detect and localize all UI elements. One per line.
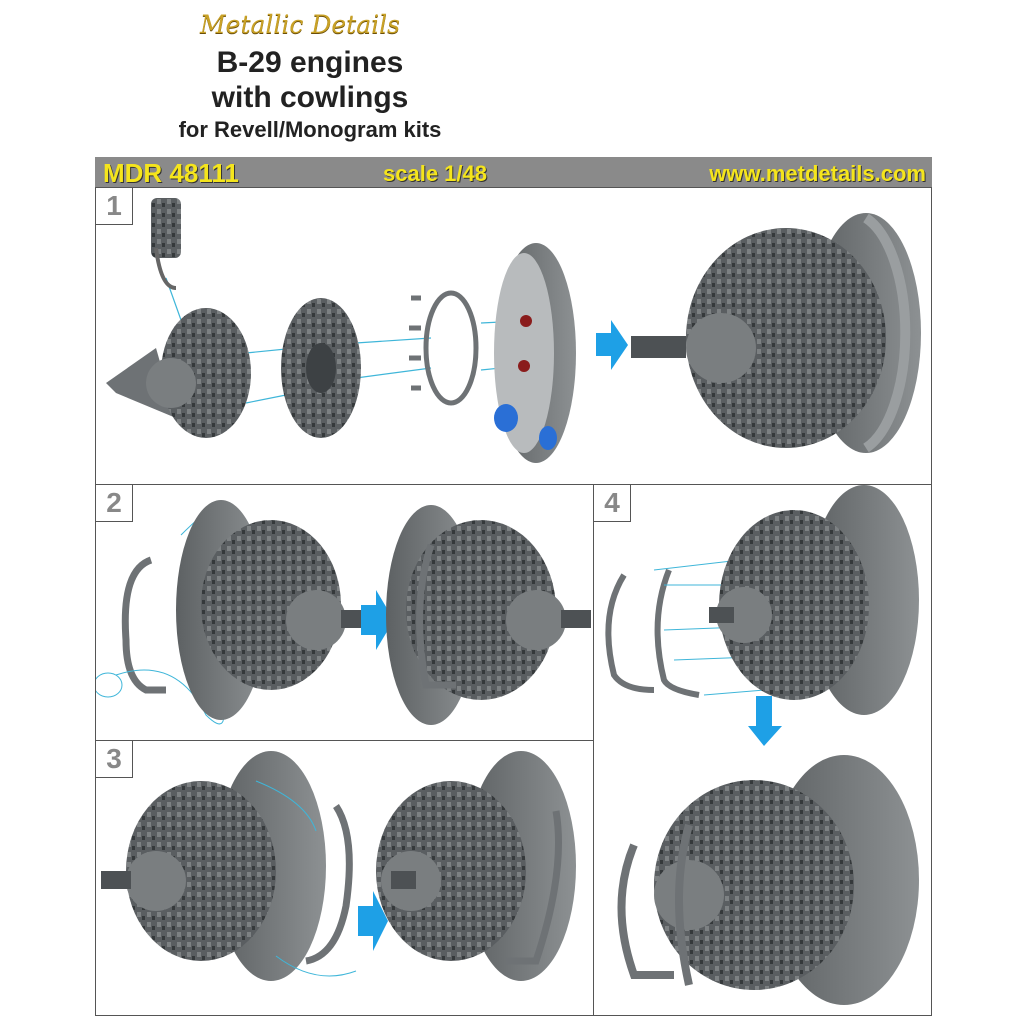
engine-cylinders-part-icon (281, 298, 361, 438)
guide-lines (96, 672, 123, 698)
step-number: 4 (594, 485, 631, 522)
title-line-2: with cowlings (211, 81, 409, 114)
exhaust-collector-part-icon (305, 804, 353, 965)
engine-rear-part-icon (106, 308, 251, 438)
step-4-panel: 4 (593, 484, 932, 1016)
step-number: 1 (96, 188, 133, 225)
website-link: www.metdetails.com (709, 161, 926, 186)
step-number: 2 (96, 485, 133, 522)
step-1-illustration (106, 198, 921, 463)
arrow-icon (361, 590, 394, 650)
engine-with-cowling-icon (176, 500, 371, 720)
magneto-part-icon (151, 198, 181, 290)
subtitle: for Revell/Monogram kits (178, 117, 442, 142)
step-3-illustration (101, 751, 576, 981)
assembled-engine-icon (617, 755, 919, 1005)
step-number: 3 (96, 741, 133, 778)
product-banner: MDR 48111 scale 1/48 www.metdetails.com (95, 157, 932, 189)
guide-lines (255, 780, 357, 977)
assembled-engine-icon (631, 213, 921, 453)
arrow-icon (748, 696, 782, 746)
engine-with-cowling-icon (101, 751, 326, 981)
cowling-part-icon (494, 243, 576, 463)
exhaust-collector-part-icon (121, 556, 166, 694)
step-2-panel: 2 (95, 484, 594, 741)
exhaust-ring-part-icon (605, 568, 700, 698)
step-3-panel: 3 (95, 740, 594, 1016)
step-1-panel: 1 (95, 187, 932, 485)
arrow-icon (358, 891, 388, 951)
step-2-illustration (96, 500, 591, 725)
title-line-1: B-29 engines (216, 46, 404, 79)
product-code: MDR 48111 (103, 158, 239, 188)
exhaust-ring-part-icon (409, 290, 479, 406)
step-4-illustration (605, 485, 919, 1005)
scale-label: scale 1/48 (383, 161, 487, 186)
assembled-engine-icon (386, 505, 591, 725)
brand-logo: Metallic Details (200, 10, 400, 39)
assembled-engine-icon (376, 751, 576, 981)
engine-with-cowling-icon (709, 485, 919, 715)
arrow-icon (596, 320, 628, 370)
